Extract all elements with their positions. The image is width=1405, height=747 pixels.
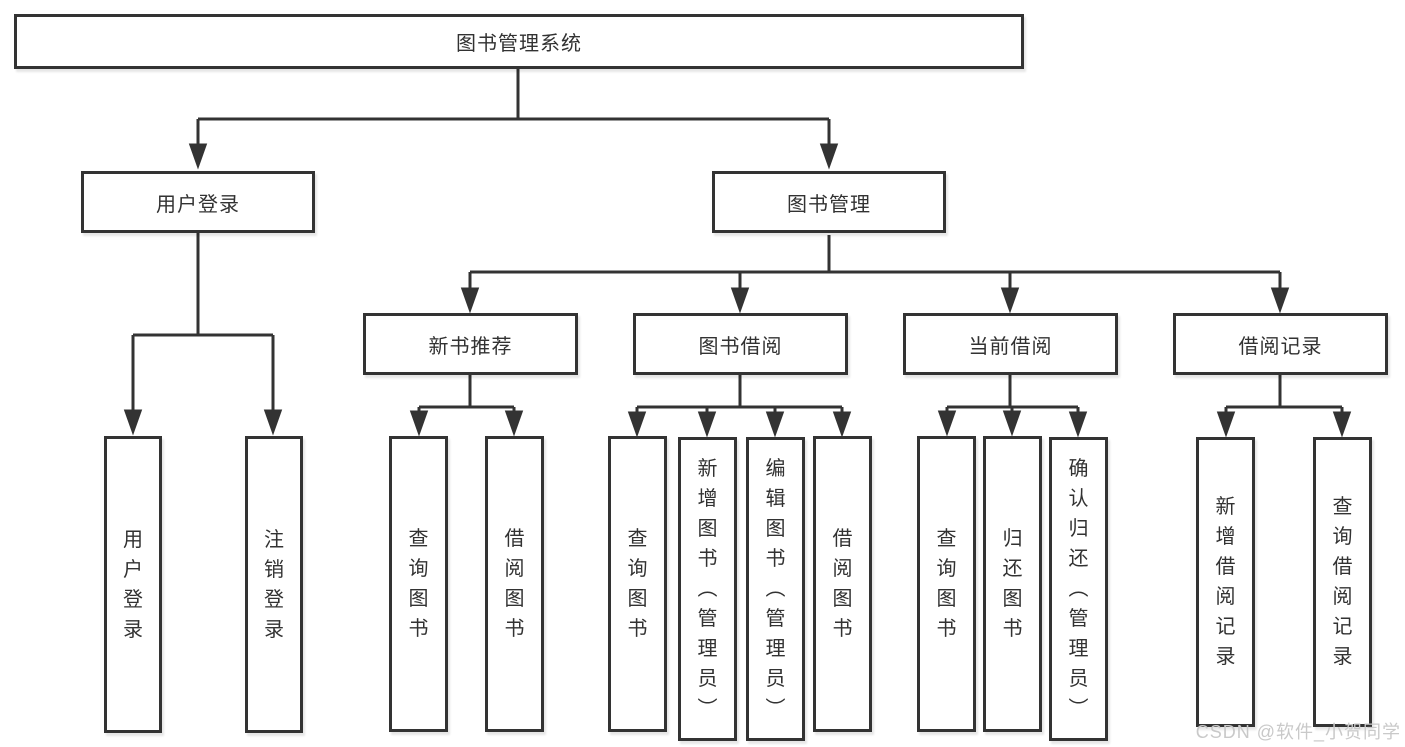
leaf-query-books-recommend: 查询图书 [389,436,448,732]
vertical-char: 新 [697,458,718,480]
vertical-char: 询 [408,558,429,580]
vertical-char: ︵ [1068,578,1089,600]
vertical-char: 理 [765,638,786,660]
vertical-char: 图 [408,588,429,610]
vertical-char: ︵ [765,578,786,600]
vertical-char: 注 [264,528,284,551]
vertical-char: 书 [627,618,648,640]
vertical-char: 图 [1002,588,1023,610]
vertical-char: 图 [627,588,648,610]
vertical-char: 书 [697,548,718,570]
node-new-book-recommendation: 新书推荐 [363,313,578,375]
vertical-char: 用 [123,528,143,551]
vertical-char: 员 [765,668,786,690]
vertical-char: ︶ [1068,698,1089,720]
vertical-char: 阅 [504,558,525,580]
vertical-char: 查 [627,528,648,550]
vertical-char: 查 [408,528,429,550]
vertical-char: 确 [1068,458,1089,480]
vertical-char: 还 [1002,558,1023,580]
vertical-char: 登 [264,588,284,611]
node-user-login-branch: 用户登录 [81,171,315,233]
vertical-char: 理 [697,638,718,660]
node-current-borrowing: 当前借阅 [903,313,1118,375]
vertical-char: 图 [765,518,786,540]
vertical-char: 阅 [1332,586,1353,608]
leaf-query-books-current: 查询图书 [917,436,976,732]
vertical-char: 询 [1332,526,1353,548]
vertical-char: 查 [1332,496,1353,518]
vertical-char: 销 [264,558,284,581]
vertical-char: 记 [1332,616,1353,638]
leaf-query-borrow-record: 查询借阅记录 [1313,437,1372,727]
vertical-char: 辑 [765,488,786,510]
vertical-char: 管 [765,608,786,630]
vertical-char: 图 [936,588,957,610]
vertical-char: 图 [504,588,525,610]
vertical-char: 录 [123,618,143,641]
leaf-user-login: 用户登录 [104,436,162,733]
vertical-char: 归 [1068,518,1089,540]
vertical-char: 图 [832,588,853,610]
vertical-char: 管 [697,608,718,630]
leaf-confirm-return-admin: 确认归还 ︵ 管理员 ︶ [1049,437,1108,741]
vertical-char: 户 [123,558,143,581]
node-book-borrowing: 图书借阅 [633,313,848,375]
vertical-char: ︵ [697,578,718,600]
vertical-char: 查 [936,528,957,550]
vertical-char: ︶ [765,698,786,720]
vertical-char: 阅 [1215,586,1236,608]
vertical-char: 员 [1068,668,1089,690]
vertical-char: 新 [1215,496,1236,518]
leaf-edit-book-admin: 编辑图书 ︵ 管理员 ︶ [746,437,805,741]
node-library-management-system: 图书管理系统 [14,14,1024,69]
vertical-char: 书 [1002,618,1023,640]
vertical-char: 录 [1332,646,1353,668]
node-borrowing-records: 借阅记录 [1173,313,1388,375]
vertical-char: 阅 [832,558,853,580]
leaf-query-books-borrowing: 查询图书 [608,436,667,732]
leaf-return-book: 归还图书 [983,436,1042,732]
vertical-char: 借 [1215,556,1236,578]
leaf-borrow-books-borrowing: 借阅图书 [813,436,872,732]
vertical-char: 员 [697,668,718,690]
vertical-char: 编 [765,458,786,480]
vertical-char: ︶ [697,698,718,720]
watermark-text: CSDN @软件_小贺同学 [1195,722,1401,742]
vertical-char: 询 [936,558,957,580]
vertical-char: 还 [1068,548,1089,570]
vertical-char: 书 [504,618,525,640]
leaf-logout: 注销登录 [245,436,303,733]
vertical-char: 询 [627,558,648,580]
vertical-char: 登 [123,588,143,611]
vertical-char: 图 [697,518,718,540]
vertical-char: 录 [264,618,284,641]
leaf-add-borrow-record: 新增借阅记录 [1196,437,1255,727]
vertical-char: 书 [936,618,957,640]
vertical-char: 借 [504,528,525,550]
vertical-char: 归 [1002,528,1023,550]
vertical-char: 书 [832,618,853,640]
vertical-char: 借 [832,528,853,550]
node-book-management-branch: 图书管理 [712,171,946,233]
vertical-char: 记 [1215,616,1236,638]
leaf-borrow-books-recommend: 借阅图书 [485,436,544,732]
vertical-char: 书 [408,618,429,640]
vertical-char: 书 [765,548,786,570]
vertical-char: 理 [1068,638,1089,660]
vertical-char: 管 [1068,608,1089,630]
leaf-add-book-admin: 新增图书 ︵ 管理员 ︶ [678,437,737,741]
vertical-char: 增 [697,488,718,510]
vertical-char: 借 [1332,556,1353,578]
vertical-char: 认 [1068,488,1089,510]
vertical-char: 录 [1215,646,1236,668]
vertical-char: 增 [1215,526,1236,548]
